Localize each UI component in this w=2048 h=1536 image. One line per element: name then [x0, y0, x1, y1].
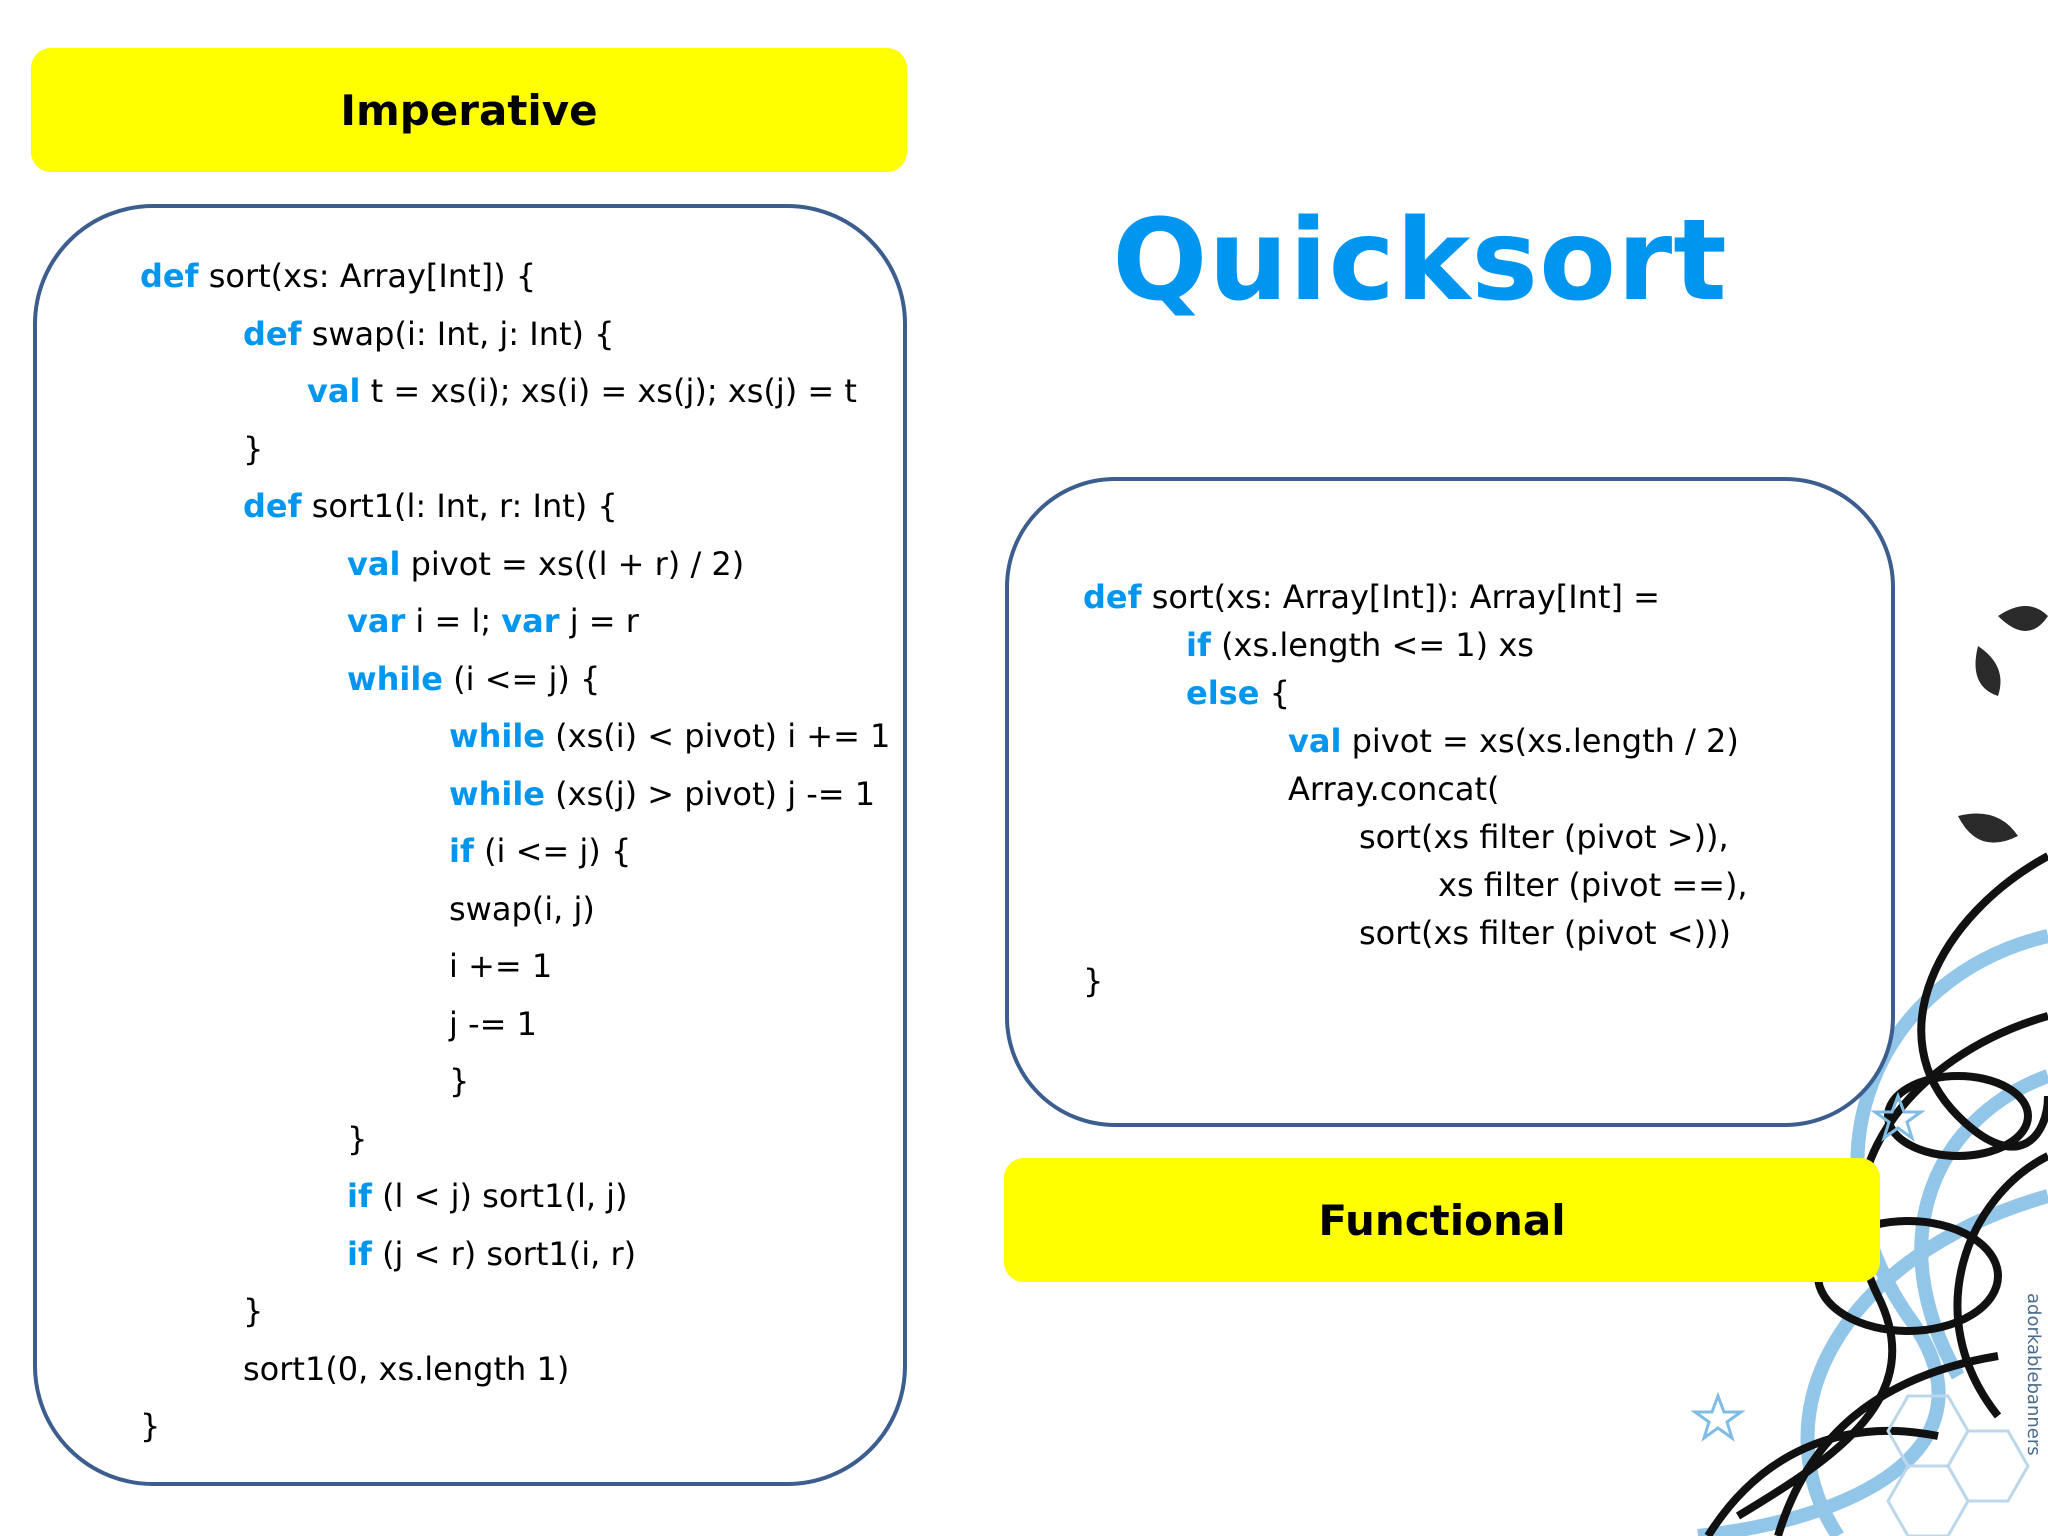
code-line: if (l < j) sort1(l, j): [347, 1180, 628, 1212]
code-text: pivot = xs((l + r) / 2): [400, 545, 745, 583]
code-keyword: def: [243, 487, 302, 525]
code-keyword: if: [449, 832, 474, 870]
code-text: }: [1083, 962, 1104, 1000]
code-text: j -= 1: [449, 1005, 537, 1043]
code-keyword: val: [307, 372, 361, 410]
code-text: sort(xs: Array[Int]) {: [198, 257, 537, 295]
code-line: else {: [1186, 677, 1290, 709]
code-line: sort1(0, xs.length 1): [243, 1353, 569, 1385]
code-text: (xs(i) < pivot) i += 1: [544, 717, 891, 755]
code-text: sort(xs filter (pivot >)),: [1359, 818, 1729, 856]
code-line: val t = xs(i); xs(i) = xs(j); xs(j) = t: [307, 375, 857, 407]
code-text: xs filter (pivot ==),: [1438, 866, 1748, 904]
code-line: }: [449, 1065, 469, 1097]
code-text: i = l;: [405, 602, 502, 640]
code-line: i += 1: [449, 950, 552, 982]
code-line: if (xs.length <= 1) xs: [1186, 629, 1534, 661]
code-text: (xs(j) > pivot) j -= 1: [544, 775, 876, 813]
imperative-code-panel: def sort(xs: Array[Int]) {def swap(i: In…: [33, 204, 907, 1486]
page-title: Quicksort: [1112, 196, 1728, 326]
code-line: sort(xs filter (pivot <))): [1359, 917, 1731, 949]
code-line: while (xs(j) > pivot) j -= 1: [449, 778, 875, 810]
code-text: sort(xs: Array[Int]): Array[Int] =: [1141, 578, 1660, 616]
decorative-swirl-artwork: [1578, 556, 2048, 1536]
code-text: }: [347, 1120, 368, 1158]
code-text: j = r: [559, 602, 639, 640]
code-line: sort(xs filter (pivot >)),: [1359, 821, 1729, 853]
code-keyword: while: [347, 660, 443, 698]
code-text: sort(xs filter (pivot <))): [1359, 914, 1732, 952]
code-line: def swap(i: Int, j: Int) {: [243, 318, 615, 350]
functional-label: Functional: [1004, 1158, 1880, 1282]
imperative-label: Imperative: [31, 48, 907, 172]
code-text: {: [1259, 674, 1290, 712]
code-keyword: while: [449, 775, 545, 813]
code-line: if (j < r) sort1(i, r): [347, 1238, 636, 1270]
code-keyword: val: [1288, 722, 1342, 760]
code-text: (i <= j) {: [473, 832, 632, 870]
code-text: sort1(l: Int, r: Int) {: [301, 487, 618, 525]
code-line: def sort1(l: Int, r: Int) {: [243, 490, 618, 522]
code-text: (l < j) sort1(l, j): [371, 1177, 628, 1215]
code-line: xs filter (pivot ==),: [1438, 869, 1748, 901]
watermark-text: adorkablebanners: [2023, 1293, 2044, 1456]
code-line: Array.concat(: [1288, 773, 1499, 805]
code-keyword: def: [243, 315, 302, 353]
code-text: Array.concat(: [1288, 770, 1500, 808]
code-text: }: [243, 1292, 264, 1330]
functional-code-panel: def sort(xs: Array[Int]): Array[Int] = if…: [1005, 477, 1895, 1127]
code-text: i += 1: [449, 947, 553, 985]
code-text: (j < r) sort1(i, r): [371, 1235, 637, 1273]
code-line: def sort(xs: Array[Int]): Array[Int] =: [1083, 581, 1660, 613]
code-keyword: val: [347, 545, 401, 583]
code-keyword: def: [1083, 578, 1142, 616]
code-text: swap(i: Int, j: Int) {: [301, 315, 615, 353]
code-line: }: [347, 1123, 367, 1155]
code-line: val pivot = xs((l + r) / 2): [347, 548, 744, 580]
code-text: swap(i, j): [449, 890, 595, 928]
code-line: }: [243, 1295, 263, 1327]
code-keyword: if: [347, 1177, 372, 1215]
code-keyword: if: [1186, 626, 1211, 664]
code-line: def sort(xs: Array[Int]) {: [140, 260, 536, 292]
code-keyword: if: [347, 1235, 372, 1273]
code-line: swap(i, j): [449, 893, 595, 925]
code-line: }: [243, 433, 263, 465]
code-line: val pivot = xs(xs.length / 2): [1288, 725, 1739, 757]
code-keyword: def: [140, 257, 199, 295]
code-line: var i = l; var j = r: [347, 605, 639, 637]
code-keyword: var: [347, 602, 406, 640]
code-line: while (xs(i) < pivot) i += 1: [449, 720, 890, 752]
code-text: t = xs(i); xs(i) = xs(j); xs(j) = t: [360, 372, 857, 410]
code-line: }: [1083, 965, 1103, 997]
code-text: }: [140, 1407, 161, 1445]
code-keyword: while: [449, 717, 545, 755]
code-text: (xs.length <= 1) xs: [1210, 626, 1534, 664]
code-line: if (i <= j) {: [449, 835, 631, 867]
code-text: }: [243, 430, 264, 468]
code-text: }: [449, 1062, 470, 1100]
swirl-illustration-icon: [1690, 606, 2048, 1536]
code-text: pivot = xs(xs.length / 2): [1341, 722, 1739, 760]
code-text: sort1(0, xs.length 1): [243, 1350, 570, 1388]
code-line: }: [140, 1410, 160, 1442]
code-line: j -= 1: [449, 1008, 537, 1040]
code-line: while (i <= j) {: [347, 663, 600, 695]
code-keyword: var: [501, 602, 560, 640]
code-text: (i <= j) {: [442, 660, 601, 698]
code-keyword: else: [1186, 674, 1260, 712]
